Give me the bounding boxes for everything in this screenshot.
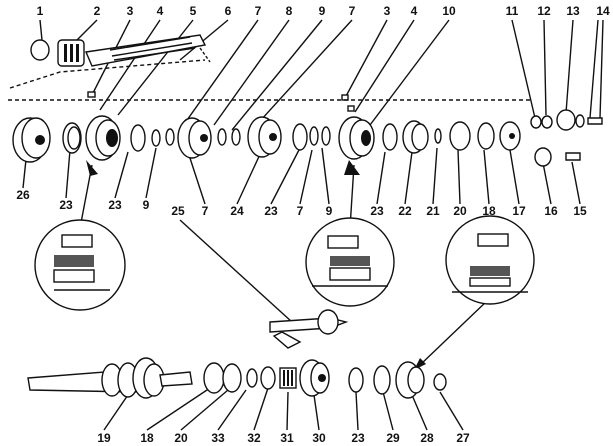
callout-9a: 9: [143, 198, 150, 212]
top-callout-labels: 1 2 3 4 5 6 7 8 9 7 3 4 10 11 12 13 14: [37, 4, 610, 18]
callout-24: 24: [230, 204, 244, 218]
callout-3b: 3: [384, 4, 391, 18]
detail-circle-right: [414, 215, 535, 370]
callout-30: 30: [312, 431, 326, 445]
leader-lines: [22, 19, 604, 431]
callout-22: 22: [398, 204, 412, 218]
callout-19: 19: [97, 431, 111, 445]
callout-20a: 20: [453, 204, 467, 218]
callout-18a: 18: [482, 204, 496, 218]
row2-callout-labels: 19 18 20 33 32 31 30 23 29 28 27: [97, 431, 470, 445]
callout-4: 4: [157, 4, 164, 18]
callout-31: 31: [280, 431, 294, 445]
callout-23a: 23: [59, 198, 73, 212]
callout-10: 10: [442, 4, 456, 18]
callout-3: 3: [127, 4, 134, 18]
callout-23d: 23: [370, 204, 384, 218]
callout-14: 14: [596, 4, 610, 18]
callout-16: 16: [544, 204, 558, 218]
callout-27: 27: [456, 431, 470, 445]
callout-25: 25: [171, 204, 185, 218]
callout-2: 2: [94, 4, 101, 18]
callout-15: 15: [573, 204, 587, 218]
detail-circle-left: [34, 160, 126, 311]
selector-fork-25: [269, 309, 349, 349]
callout-28: 28: [420, 431, 434, 445]
callout-17: 17: [512, 204, 526, 218]
callout-11: 11: [506, 4, 519, 18]
callout-23b: 23: [108, 198, 122, 212]
callout-23e: 23: [351, 431, 365, 445]
detail-circle-middle: [305, 160, 395, 307]
callout-7d: 7: [297, 204, 304, 218]
main-gear-stack: [8, 91, 603, 167]
callout-32: 32: [247, 431, 261, 445]
callout-8: 8: [286, 4, 293, 18]
callout-13: 13: [566, 4, 580, 18]
callout-18b: 18: [140, 431, 154, 445]
callout-12: 12: [537, 4, 551, 18]
callout-20b: 20: [174, 431, 188, 445]
top-input-shaft-assembly: [9, 34, 211, 89]
callout-7b: 7: [349, 4, 356, 18]
callout-7a: 7: [255, 4, 262, 18]
callout-9: 9: [319, 4, 326, 18]
callout-23c: 23: [264, 204, 278, 218]
callout-21: 21: [426, 204, 440, 218]
callout-26: 26: [16, 188, 30, 202]
callout-1: 1: [37, 4, 44, 18]
callout-6: 6: [225, 4, 232, 18]
callout-7c: 7: [202, 204, 209, 218]
countershaft-assembly: [27, 357, 447, 399]
row1-callout-labels: 26 23 23 9 7 24 23 7 9 23 22 21 20 18 17…: [16, 188, 587, 218]
callout-4b: 4: [411, 4, 418, 18]
callout-9b: 9: [326, 204, 333, 218]
callout-29: 29: [386, 431, 400, 445]
callout-5: 5: [190, 4, 197, 18]
callout-33: 33: [211, 431, 225, 445]
